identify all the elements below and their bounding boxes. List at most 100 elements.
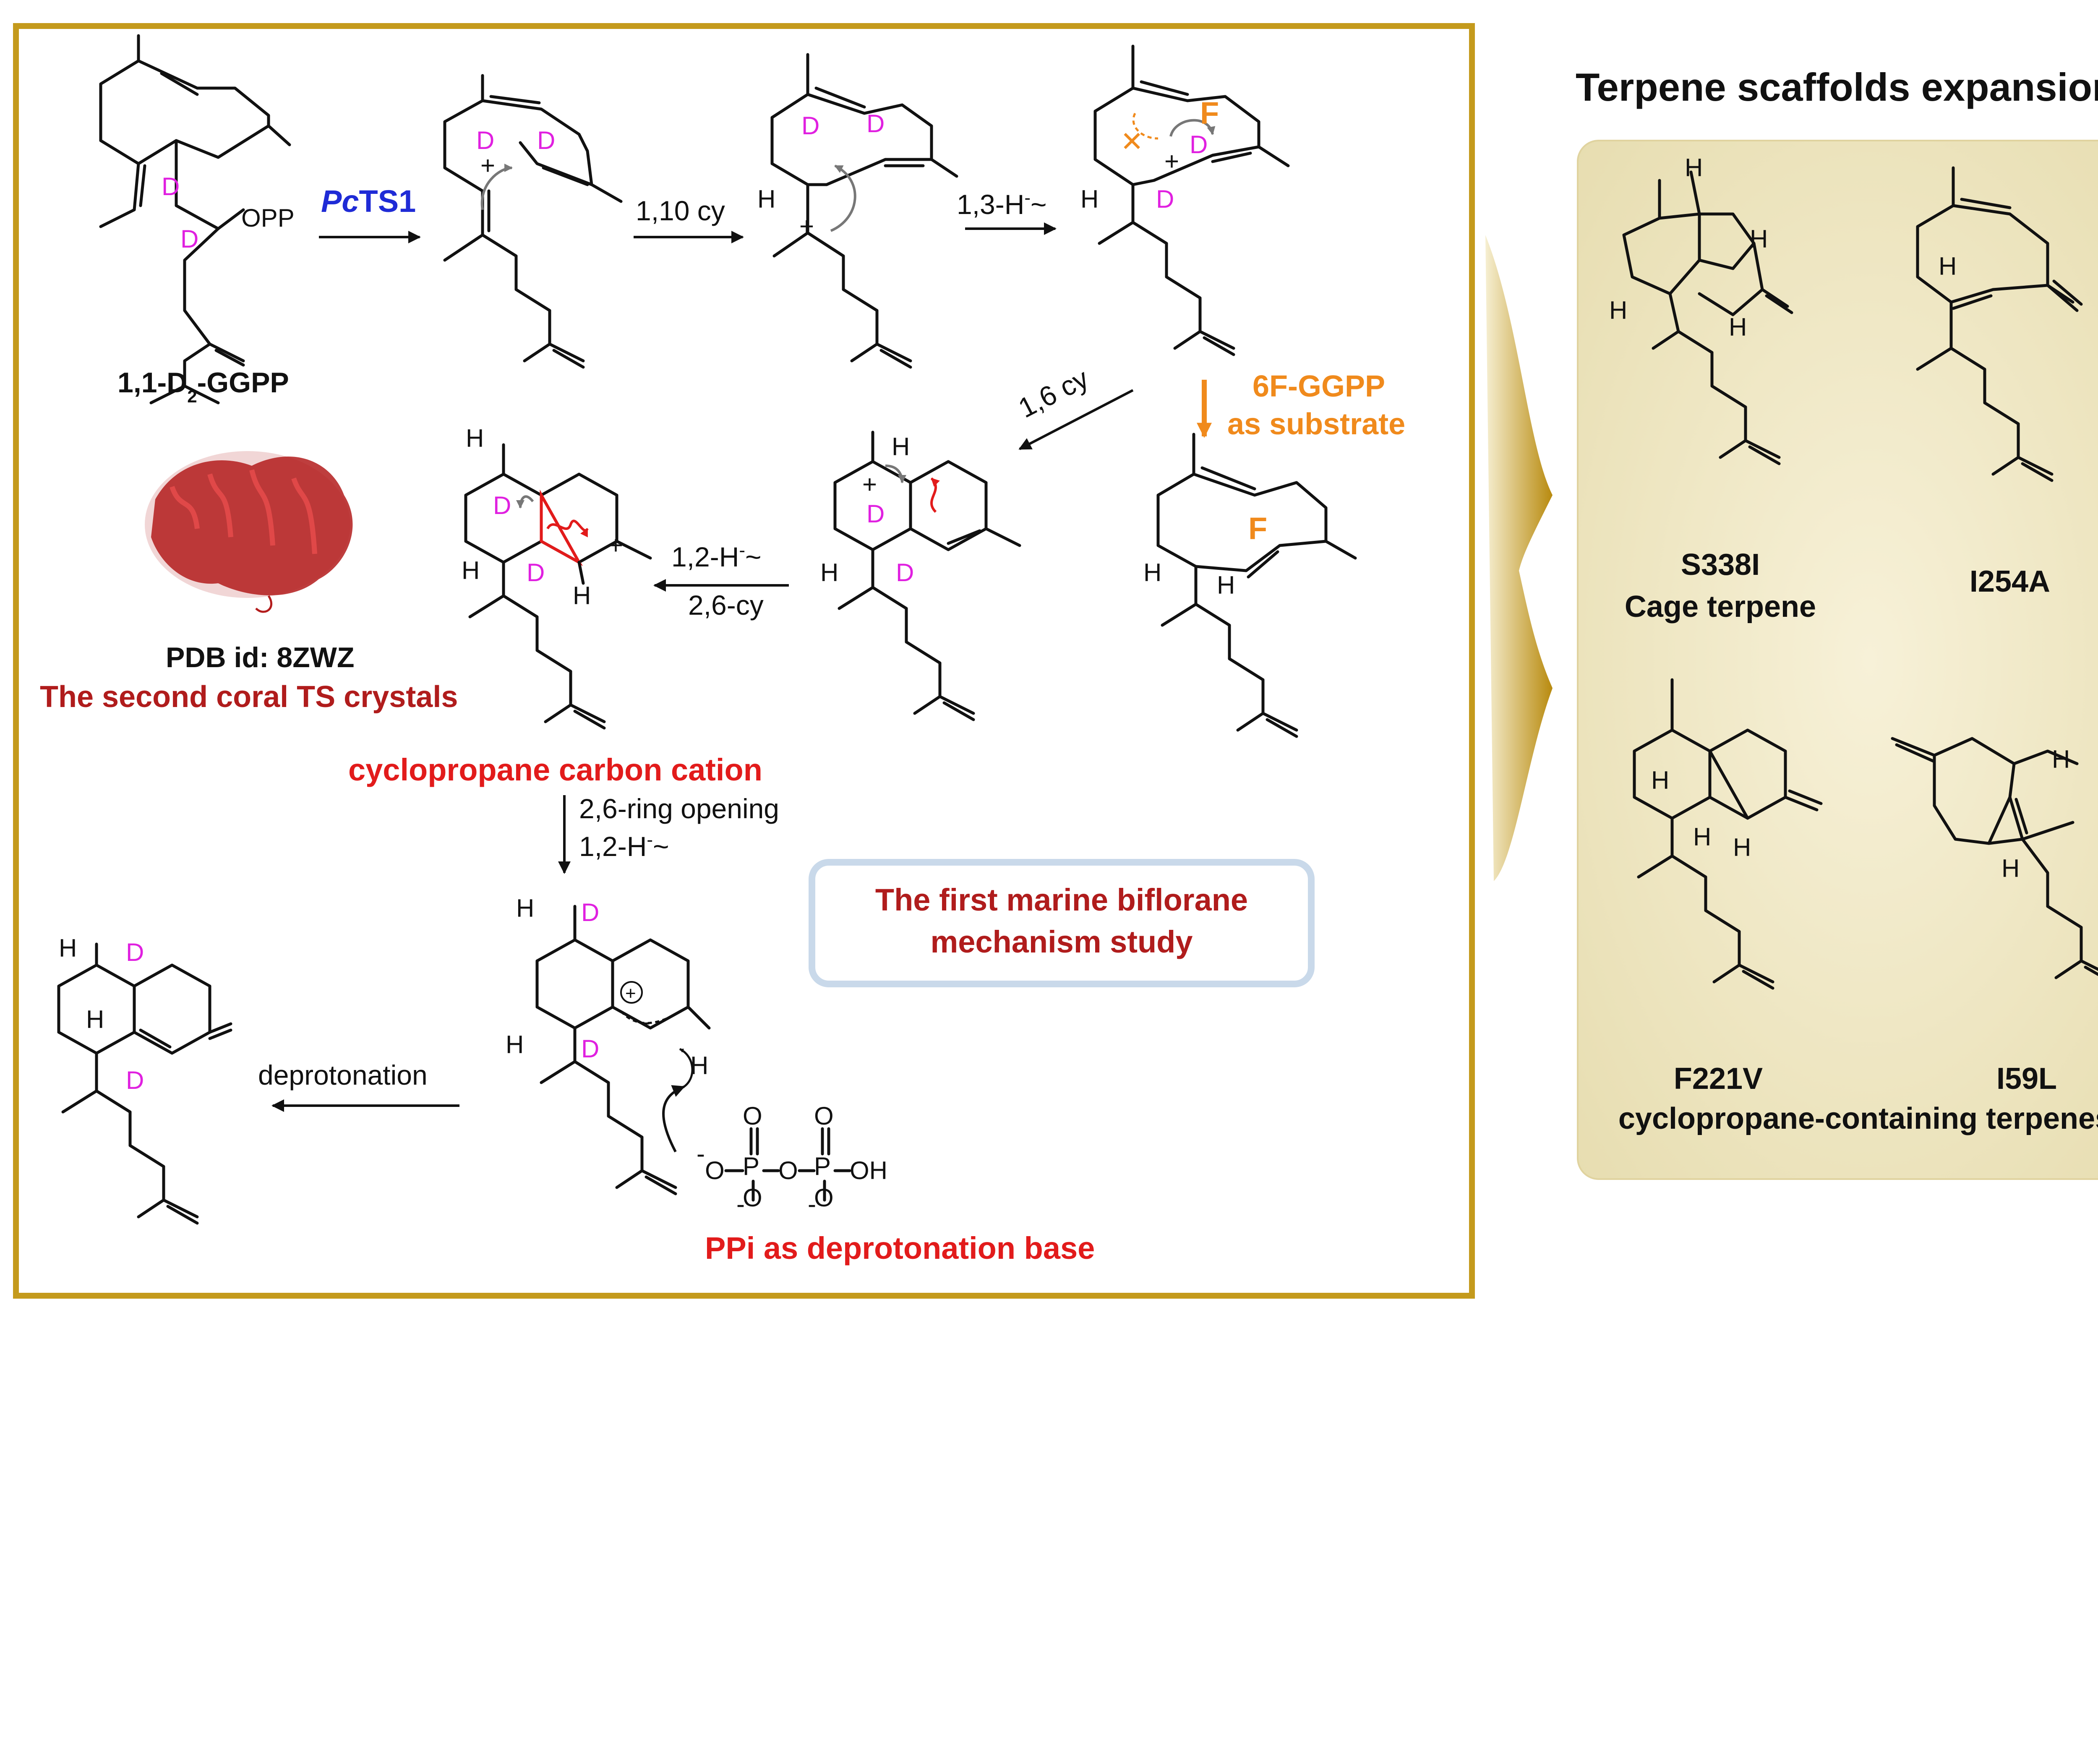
substrate-label-suffix: -GGPP bbox=[197, 367, 289, 399]
atom-h-11: H bbox=[506, 1031, 524, 1059]
variant-1-desc: Cage terpene bbox=[1625, 590, 1816, 624]
atom-d-4: D bbox=[537, 126, 555, 154]
step-1-3-h-shift: 1,3-H-~ bbox=[957, 188, 1047, 220]
protein-crystal-image bbox=[145, 451, 353, 613]
atom-d-15: D bbox=[126, 938, 144, 966]
atom-h-17: H bbox=[1609, 296, 1627, 324]
cation-label: cyclopropane carbon cation bbox=[348, 752, 762, 787]
atom-d-6: D bbox=[866, 110, 885, 138]
pdb-caption: The second coral TS crystals bbox=[40, 680, 458, 714]
ppi-p1: P bbox=[743, 1152, 759, 1180]
decalin-cation-structure: D D H H + bbox=[820, 431, 1021, 721]
step-2-6-cy: 2,6-cy bbox=[688, 590, 764, 621]
funnel-connector bbox=[1485, 235, 1553, 881]
atom-h-13: H bbox=[59, 934, 77, 962]
atom-h-15: H bbox=[1685, 154, 1703, 182]
enzyme-prefix: Pc bbox=[321, 184, 359, 219]
atom-h-2: H bbox=[1080, 185, 1099, 213]
main-frame bbox=[13, 23, 1475, 1299]
step-deprotonation: deprotonation bbox=[258, 1059, 428, 1091]
atom-h-6: H bbox=[820, 558, 838, 587]
opp-group: OPP bbox=[241, 204, 295, 232]
atom-h-22: H bbox=[1733, 833, 1751, 861]
enzyme-suffix: TS1 bbox=[359, 184, 416, 219]
substrate-label-sub: 2 bbox=[187, 386, 197, 406]
variants-panel bbox=[1577, 140, 2098, 1180]
fluoro-product-structure: F H H bbox=[1143, 433, 1357, 738]
cation-plus-5: + bbox=[608, 531, 623, 559]
step-ring-opening: 2,6-ring opening bbox=[579, 793, 779, 824]
step-1-2-h-minus-b: - bbox=[647, 830, 653, 850]
fluoro-line1: 6F-GGPP bbox=[1253, 370, 1385, 403]
ppi-minus-3: - bbox=[808, 1190, 816, 1218]
atom-f-2: F bbox=[1248, 511, 1267, 546]
atom-h-7: H bbox=[466, 424, 484, 452]
atom-h-14: H bbox=[86, 1005, 104, 1033]
step-1-3-h-tilde: ~ bbox=[1031, 189, 1047, 220]
ppi-o-top1: O bbox=[743, 1102, 762, 1130]
atom-d-12: D bbox=[527, 558, 545, 587]
variant-1-name: S338I bbox=[1681, 548, 1760, 582]
cation-plus-1: + bbox=[480, 151, 495, 180]
atom-d-8: D bbox=[1156, 185, 1174, 213]
i59l-structure: H H bbox=[1891, 737, 2098, 979]
arrow-1-6-cy bbox=[1018, 389, 1134, 450]
atom-h-3: H bbox=[1143, 558, 1161, 587]
atom-d-3: D bbox=[476, 126, 494, 154]
ppi-o-top2: O bbox=[814, 1102, 834, 1130]
atom-d-10: D bbox=[896, 558, 914, 587]
f221v-structure: H H H bbox=[1633, 678, 1823, 990]
fluoro-line2: as substrate bbox=[1227, 407, 1405, 441]
substrate-label: 1,1-D2-GGPP bbox=[117, 367, 289, 406]
atom-f-1: F bbox=[1200, 96, 1219, 130]
cation-plus-2: + bbox=[799, 212, 814, 240]
ppi-oh: OH bbox=[850, 1156, 887, 1185]
cyclopropane-cation-structure: D D H H H + bbox=[462, 424, 652, 730]
step-1-2-h-tilde-b: ~ bbox=[653, 831, 669, 862]
blocked-shift-mark: ✕ bbox=[1120, 126, 1143, 157]
atom-h-5: H bbox=[892, 433, 910, 461]
cation-plus-3: + bbox=[1164, 147, 1179, 175]
cation-plus-4: + bbox=[862, 470, 877, 498]
variant-2-name: I254A bbox=[1970, 565, 2050, 598]
allyl-cation-decalin-structure: + - D D H H H bbox=[506, 894, 711, 1195]
cation-plus-6: + bbox=[625, 983, 636, 1004]
atom-d-5: D bbox=[801, 112, 819, 140]
atom-h-20: H bbox=[1651, 766, 1669, 794]
atom-h-21: H bbox=[1693, 823, 1711, 851]
atom-d-2: D bbox=[180, 225, 198, 253]
highlight-box bbox=[809, 859, 1315, 987]
cyclized-cation-structure: D D H + bbox=[757, 53, 958, 369]
step-1-2-h-minus: - bbox=[739, 540, 745, 561]
ppi-p2: P bbox=[814, 1152, 831, 1180]
ppi-minus-2: - bbox=[736, 1190, 745, 1218]
allylic-cation-structure: D D + bbox=[443, 74, 623, 369]
ppi-o-left: O bbox=[705, 1156, 725, 1185]
ppi-label: PPi as deprotonation base bbox=[705, 1231, 1095, 1266]
step-1-2-h-shift: 1,2-H-~ bbox=[671, 540, 762, 573]
atom-h-16: H bbox=[1750, 225, 1768, 253]
step-1-10-cy: 1,10 cy bbox=[636, 195, 725, 226]
ppi-o-bridge: O bbox=[778, 1156, 798, 1185]
atom-h-4: H bbox=[1217, 571, 1235, 599]
atom-h-18: H bbox=[1729, 313, 1747, 341]
variant-3-name: F221V bbox=[1674, 1062, 1763, 1096]
ppi-minus-1: - bbox=[697, 1140, 705, 1168]
atom-h-12: H bbox=[690, 1052, 708, 1080]
hydride-shifted-structure: D D F ✕ H + bbox=[1080, 44, 1290, 356]
atom-h-1: H bbox=[757, 185, 775, 213]
substrate-label-prefix: 1,1-D bbox=[117, 367, 187, 399]
enzyme-label: PcTS1 bbox=[321, 184, 416, 219]
step-1-2-h-shift-b: 1,2-H-~ bbox=[579, 830, 669, 862]
highlight-line2: mechanism study bbox=[930, 924, 1193, 959]
atom-h-24: H bbox=[2001, 854, 2020, 882]
atom-h-10: H bbox=[516, 894, 534, 922]
ppi-structure: O P O - O - O O P O - OH bbox=[662, 1085, 887, 1218]
atom-d-9: D bbox=[866, 500, 885, 528]
ggpp-structure: D D OPP bbox=[99, 34, 295, 404]
step-1-2-h-text-b: 1,2-H bbox=[579, 831, 647, 862]
variant-3-desc: cyclopropane-containing terpenes bbox=[1618, 1102, 2098, 1135]
atom-h-23: H bbox=[2052, 745, 2070, 773]
panel-title: Terpene scaffolds expansion bbox=[1576, 65, 2098, 109]
